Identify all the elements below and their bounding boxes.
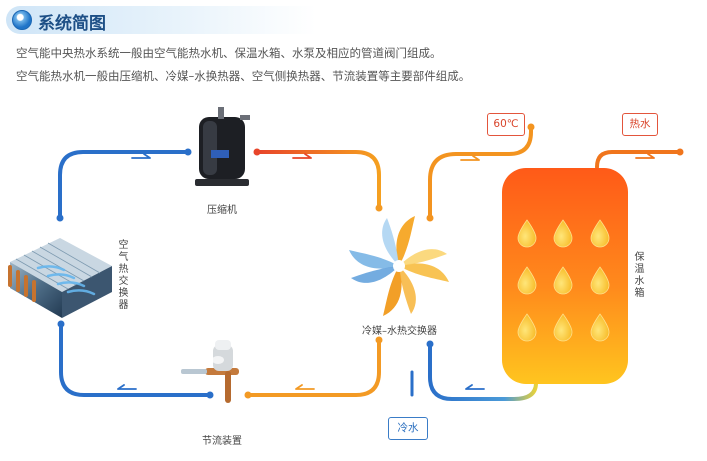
description-line-1: 空气能中央热水系统一般由空气能热水机、保温水箱、水泵及相应的管道阀门组成。	[16, 46, 442, 60]
page-title: 系统简图	[38, 14, 106, 34]
water-drop-icon	[590, 219, 610, 248]
pipe-cold-top-left	[58, 150, 190, 220]
flow-arrow-bottom-middle	[295, 384, 315, 390]
label-insulated-tank: 保温水箱	[634, 252, 645, 299]
pipe-tank-to-hx	[428, 342, 538, 401]
water-drop-icon	[553, 219, 573, 248]
air-heat-exchanger-icon	[8, 238, 112, 318]
pipe-hot-return	[246, 338, 381, 397]
flow-arrow-top-left	[131, 153, 151, 159]
water-drop-icon	[517, 219, 537, 248]
water-drop-icon	[553, 266, 573, 295]
label-air-heat-exchanger: 空气热交换器	[118, 240, 129, 311]
throttle-valve-icon	[181, 340, 239, 403]
pipe-end-node	[253, 148, 261, 156]
pipe-end-node	[244, 391, 252, 399]
pipe-hot-to-tank	[428, 125, 533, 220]
flow-arrow-hot-out	[635, 153, 655, 159]
label-refrigerant-water-exchanger: 冷媒–水热交换器	[362, 326, 437, 337]
hot-water-tag: 热水	[622, 113, 658, 136]
flow-arrow-top-right	[460, 155, 480, 161]
pipe-end-node	[375, 336, 383, 344]
pipe-end-node	[375, 204, 383, 212]
pipe-end-node	[57, 320, 65, 328]
pipe-cold-throttle-out	[59, 322, 212, 397]
water-drop-icon	[553, 313, 573, 342]
pipe-end-node	[527, 123, 535, 131]
pipe-end-node	[184, 148, 192, 156]
pipe-end-node	[426, 214, 434, 222]
section-bullet-icon	[12, 10, 32, 30]
flow-arrow-bottom-right	[465, 384, 485, 390]
header-bar	[6, 6, 316, 34]
water-drop-icon	[517, 313, 537, 342]
pipe-end-node	[206, 391, 214, 399]
pipe-hot-water-out	[595, 150, 682, 169]
insulated-tank-icon	[502, 168, 628, 384]
water-drop-icon	[590, 313, 610, 342]
label-throttle: 节流装置	[202, 436, 242, 447]
description-line-2: 空气能热水机一般由压缩机、冷媒–水换热器、空气侧换热器、节流装置等主要部件组成。	[16, 69, 471, 83]
compressor-icon	[195, 107, 250, 186]
water-drop-icon	[517, 266, 537, 295]
flow-arrow-bottom-left	[117, 384, 137, 390]
pipe-end-node	[56, 214, 64, 222]
pipe-hot-compressor-out	[255, 150, 381, 210]
fan-icon	[349, 216, 449, 316]
pipe-end-node	[676, 148, 684, 156]
water-drop-icon	[590, 266, 610, 295]
temperature-tag: 60℃	[487, 113, 525, 136]
label-compressor: 压缩机	[207, 205, 237, 216]
pipe-end-node	[426, 340, 434, 348]
flow-arrow-top-middle	[292, 153, 312, 159]
cold-water-tag: 冷水	[388, 417, 428, 440]
